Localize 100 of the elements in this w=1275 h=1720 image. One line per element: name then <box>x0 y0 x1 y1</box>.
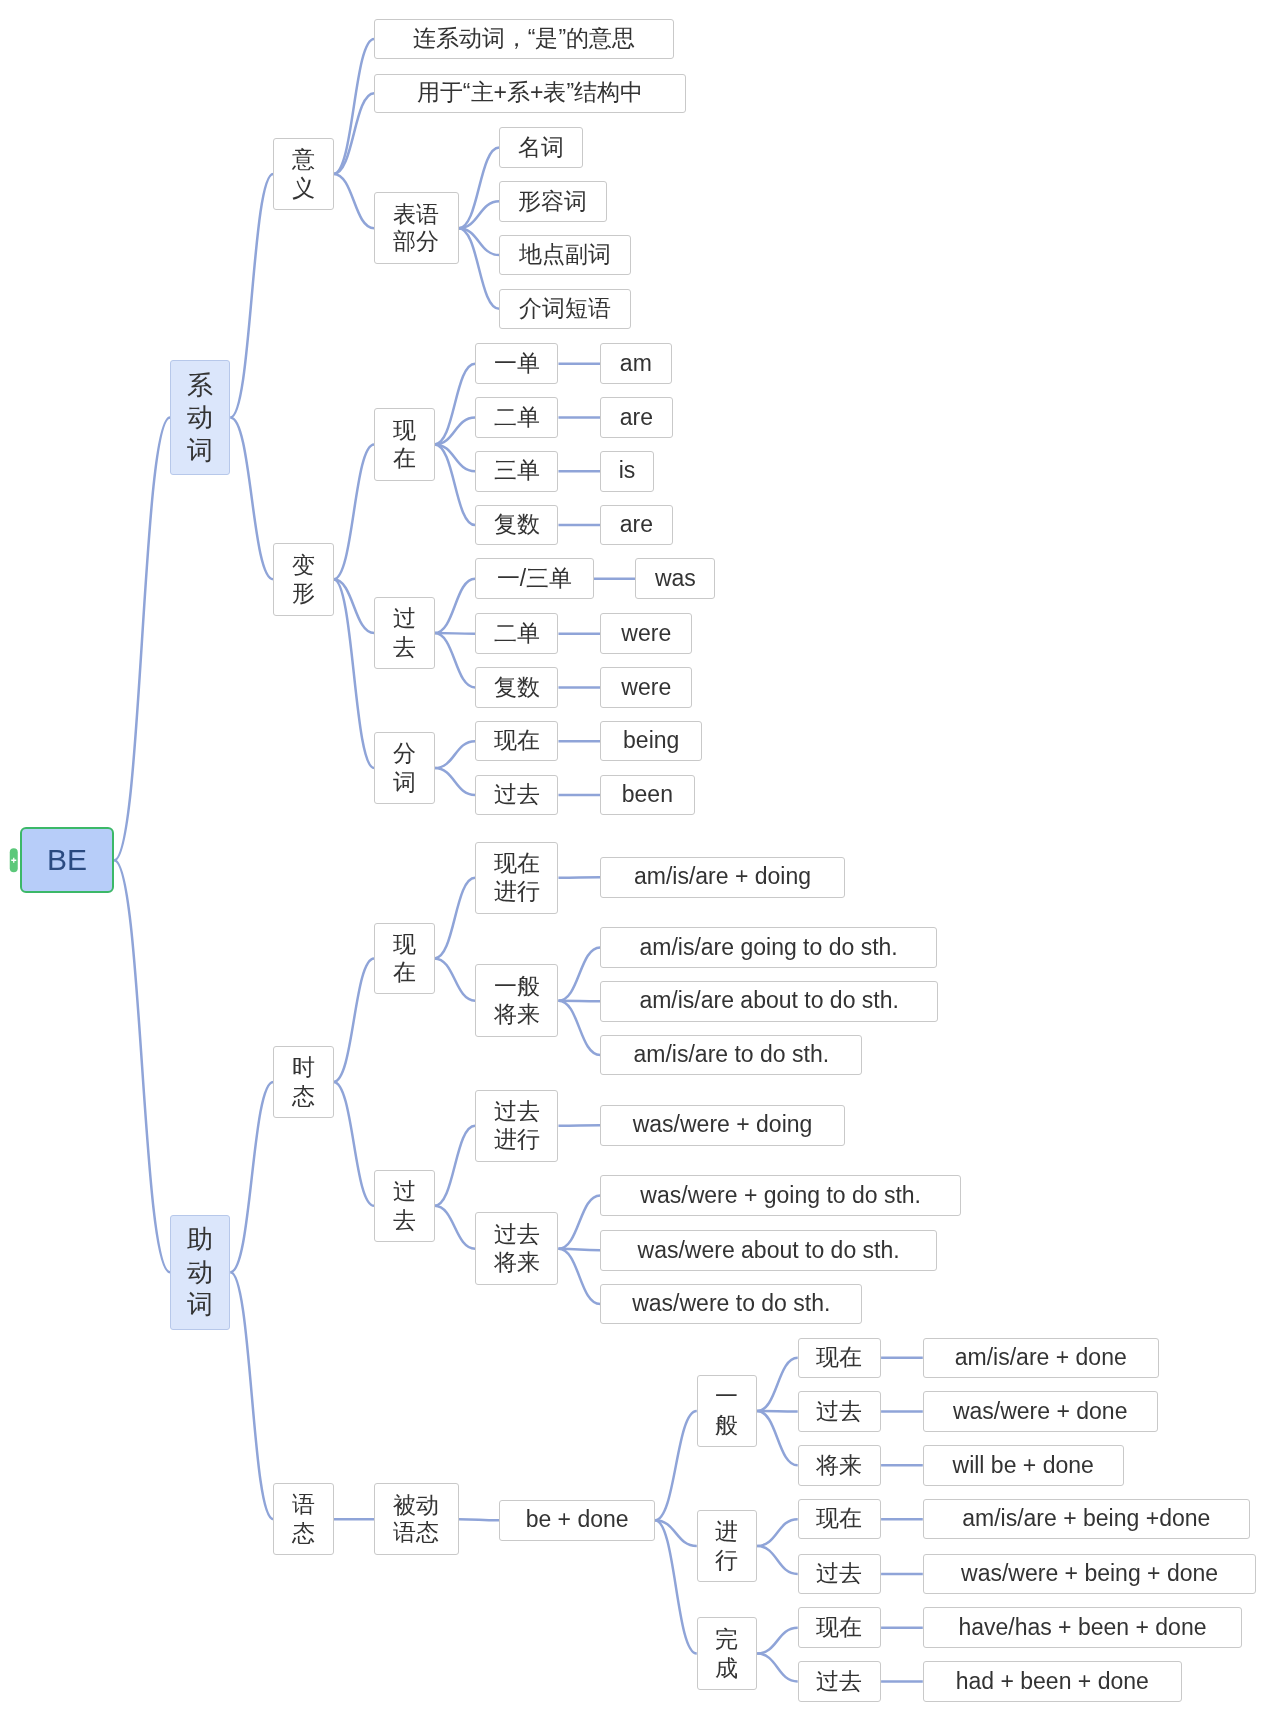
topic-text: 进行 <box>715 1517 739 1575</box>
topic-box <box>797 1337 882 1379</box>
branch-line <box>458 1517 500 1522</box>
branch-line <box>881 1626 923 1629</box>
topic-box <box>696 1509 758 1583</box>
branch-line <box>881 1517 923 1521</box>
topic-box <box>600 1104 845 1146</box>
topic-text: am <box>618 349 653 378</box>
topic-box <box>922 1661 1182 1702</box>
topic-box <box>374 408 435 481</box>
topic-box <box>600 613 693 654</box>
topic-box <box>922 1337 1159 1379</box>
topic-text: be + done <box>524 1506 630 1534</box>
topic-box <box>600 980 939 1022</box>
topic-box <box>600 1175 962 1216</box>
topic-box <box>499 288 631 330</box>
topic-text: 一单 <box>492 349 541 378</box>
branch-line <box>434 766 476 797</box>
topic-box <box>374 596 435 670</box>
branch-line <box>332 957 375 1083</box>
topic-box <box>374 922 435 995</box>
topic-box <box>475 1089 559 1162</box>
topic-text: being <box>622 727 681 755</box>
topic-text: am/is/are about to do sth. <box>638 987 900 1016</box>
topic-box <box>635 558 716 600</box>
topic-text: 被动语态 <box>392 1491 441 1547</box>
topic-text: 系动词 <box>187 368 214 467</box>
topic-text: am/is/are to do sth. <box>632 1041 831 1069</box>
topic-text: am/is/are + done <box>953 1344 1128 1372</box>
topic-box <box>600 720 703 762</box>
branch-line <box>881 1356 923 1360</box>
branch-line <box>458 227 500 311</box>
branch-line <box>558 876 601 880</box>
branch-line <box>332 578 375 770</box>
branch-line <box>229 416 274 581</box>
branch-line <box>229 1271 275 1520</box>
topic-text: 二单 <box>492 403 541 432</box>
topic-box <box>696 1617 758 1690</box>
topic-box <box>600 397 673 438</box>
topic-box <box>600 450 654 492</box>
topic-text: 分词 <box>392 739 416 797</box>
topic-text: 连系动词，“是”的意思 <box>411 25 637 53</box>
topic-box <box>922 1445 1124 1486</box>
branch-line <box>558 686 601 689</box>
topic-text: 地点副词 <box>518 241 613 269</box>
branch-line <box>558 523 601 527</box>
topic-box <box>600 1283 863 1325</box>
topic-text: was/were + doing <box>631 1111 814 1139</box>
topic-box <box>600 927 938 968</box>
branch-line <box>458 226 500 257</box>
topic-text: 现在 <box>392 415 416 474</box>
topic-box <box>374 18 674 60</box>
branch-line <box>458 146 500 230</box>
topic-text: 现在 <box>815 1505 864 1533</box>
branch-line <box>558 470 601 473</box>
topic-text: 现在 <box>815 1344 864 1372</box>
topic-box <box>797 1661 882 1702</box>
topic-box <box>499 234 631 276</box>
branch-line <box>332 1080 375 1207</box>
branch-line <box>756 1409 798 1467</box>
topic-box <box>475 613 559 654</box>
topic-text: 过去 <box>392 604 416 662</box>
topic-text: 完成 <box>715 1624 739 1683</box>
topic-box <box>600 343 672 385</box>
topic-text: were <box>620 673 673 702</box>
topic-box <box>273 1483 334 1555</box>
topic-text: 现在 <box>392 929 416 988</box>
branch-line <box>558 632 601 635</box>
branch-line <box>654 1519 698 1655</box>
branch-line <box>113 416 172 861</box>
topic-box <box>273 138 334 210</box>
topic-text: 过去 <box>392 1177 416 1235</box>
topic-text: 介词短语 <box>518 295 613 323</box>
main-topic <box>170 1214 231 1330</box>
topic-box <box>499 181 607 222</box>
topic-box <box>600 1230 938 1271</box>
topic-text: 一/三单 <box>495 565 574 593</box>
branch-line <box>332 443 375 581</box>
branch-line <box>434 957 476 1002</box>
branch-line <box>558 739 601 743</box>
branch-line <box>558 416 601 419</box>
branch-line <box>434 1204 476 1250</box>
branch-line <box>333 578 375 635</box>
topic-text: 时态 <box>291 1053 315 1111</box>
topic-text: 一般将来 <box>492 973 541 1029</box>
topic-text: 现在 <box>815 1613 864 1642</box>
topic-text: was/were + being + done <box>960 1560 1220 1588</box>
topic-text: 表语部分 <box>392 200 441 256</box>
topic-text: was/were to do sth. <box>631 1290 832 1318</box>
topic-text: is <box>617 457 637 486</box>
branch-line <box>654 1518 697 1548</box>
topic-text: 过去 <box>815 1667 864 1696</box>
topic-box <box>600 1034 863 1076</box>
topic-box <box>475 720 559 762</box>
topic-text: 语态 <box>291 1490 315 1548</box>
branch-line <box>756 1356 798 1413</box>
branch-line <box>434 876 476 960</box>
topic-text: 现在进行 <box>492 850 541 906</box>
branch-line <box>654 1409 698 1522</box>
branch-line <box>333 1517 375 1521</box>
